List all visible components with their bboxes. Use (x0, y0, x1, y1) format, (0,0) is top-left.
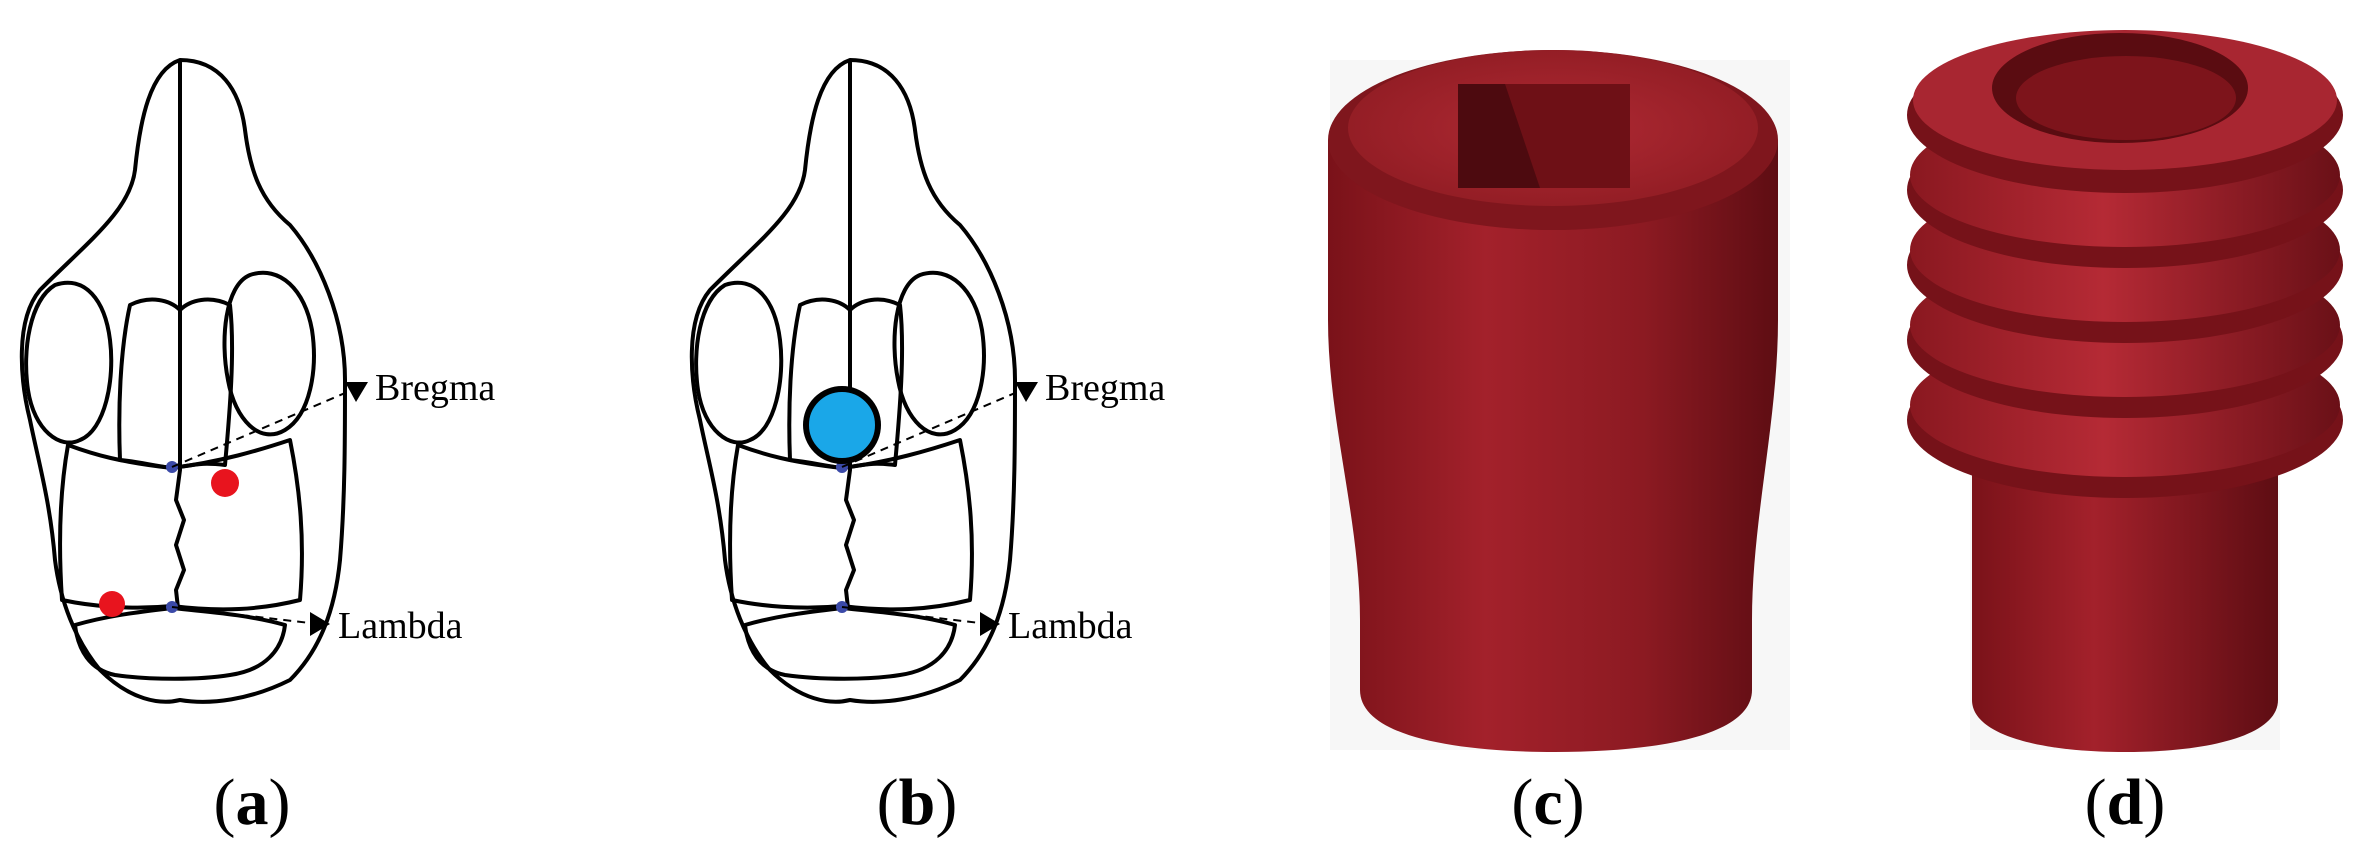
sagittal-suture (844, 60, 856, 609)
lambda-arrow-icon (310, 612, 330, 636)
skull-diagram-b: Bregma Lambda (689, 58, 1165, 704)
panel-a: Bregma Lambda (0, 0, 600, 760)
sagittal-suture (174, 60, 186, 609)
skull-outline (19, 58, 347, 704)
lambda-label: Lambda (338, 605, 463, 647)
caption-d: (d) (2084, 766, 2166, 839)
skull-outline (689, 58, 1017, 704)
lambda-pointer-line (841, 606, 981, 624)
panel-b: Bregma Lambda (670, 0, 1270, 760)
cap-body (1328, 140, 1778, 752)
bregma-pointer-line (171, 389, 353, 468)
shaft (1972, 460, 2278, 752)
frontal-bone (117, 297, 235, 470)
bregma-arrow-icon (1015, 382, 1038, 402)
panel-c (1320, 0, 1800, 760)
bregma-arrow-icon (345, 382, 368, 402)
panel-d (1900, 0, 2368, 760)
bregma-pointer-line (841, 389, 1023, 468)
implant-site-marker (803, 386, 881, 464)
lambda-label: Lambda (1008, 605, 1133, 647)
caption-a: (a) (213, 766, 291, 839)
left-orbit (694, 280, 784, 445)
bregma-label: Bregma (375, 367, 495, 409)
right-orbit (892, 270, 986, 437)
frontal-bone (787, 297, 905, 470)
occipital-bone (743, 606, 957, 681)
device-cap-render (1328, 50, 1790, 752)
skull-diagram-a: Bregma Lambda (19, 58, 495, 704)
marker-red-left (99, 591, 125, 617)
right-orbit (222, 270, 316, 437)
caption-b: (b) (876, 766, 958, 839)
threaded-device-render (1907, 30, 2343, 752)
square-socket-shadow (1458, 84, 1540, 188)
marker-red-right (211, 469, 239, 497)
lambda-arrow-icon (980, 612, 1000, 636)
bregma-label: Bregma (1045, 367, 1165, 409)
lambda-pointer-line (171, 606, 311, 624)
caption-c: (c) (1511, 766, 1585, 839)
occipital-bone (73, 606, 287, 681)
central-bore-inner (2016, 56, 2236, 140)
left-orbit (24, 280, 114, 445)
